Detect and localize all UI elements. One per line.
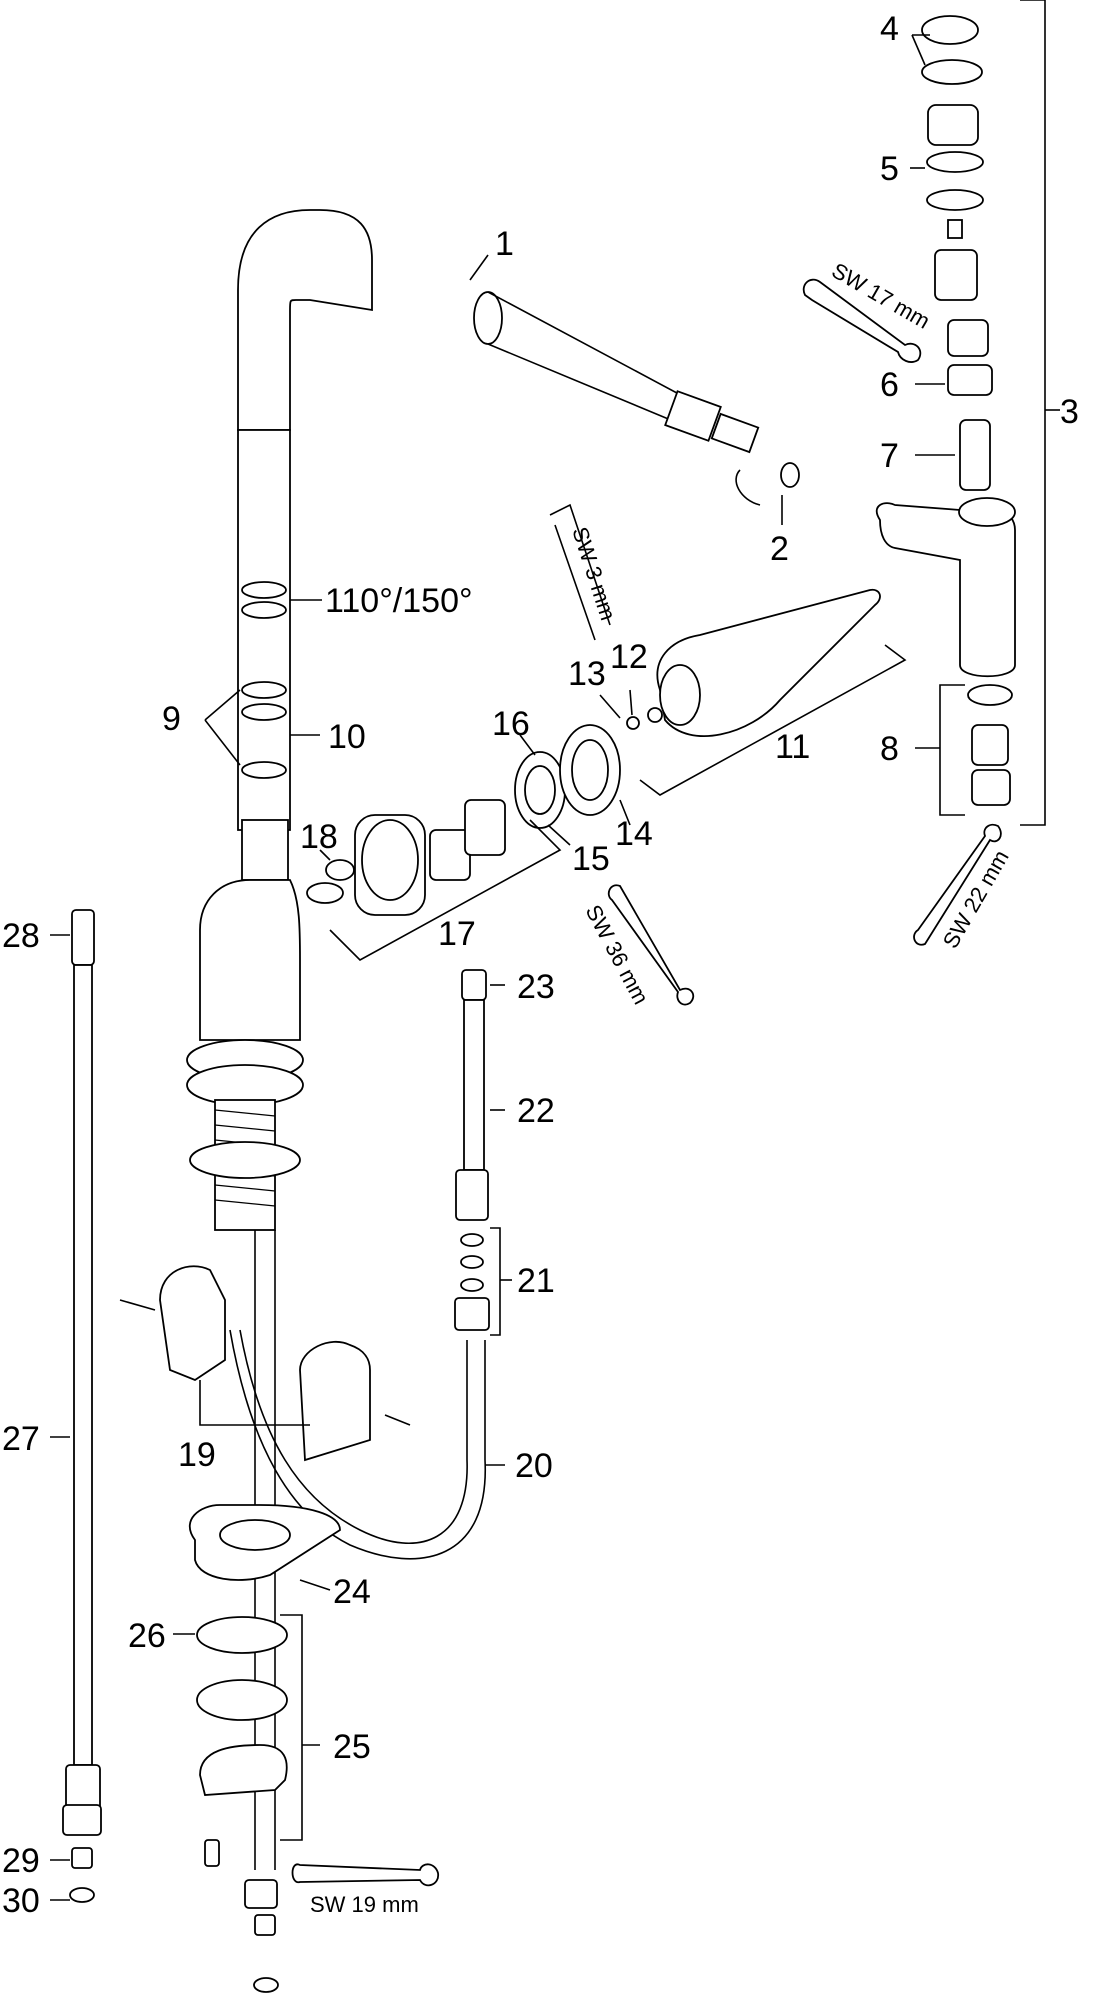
leader-13 <box>599 694 621 719</box>
leader-9a <box>204 689 241 721</box>
spout-part-1 <box>237 209 800 506</box>
seal-set-part-21 <box>454 1233 490 1331</box>
label-part-7: 7 <box>880 437 899 475</box>
hose-part-22-23 <box>455 969 489 1221</box>
bracket-25 <box>280 1614 303 1841</box>
label-part-13: 13 <box>568 655 606 693</box>
leader-14 <box>619 799 631 826</box>
label-part-4: 4 <box>880 10 899 48</box>
weight-clamp-part-19 <box>119 1265 411 1462</box>
hex-key-sw3-icon <box>549 503 611 641</box>
wrench-sw36-icon <box>607 884 695 1006</box>
leader-16 <box>519 734 536 756</box>
faucet-body-column <box>186 429 304 1231</box>
label-part-26: 26 <box>128 1617 166 1655</box>
label-part-15: 15 <box>572 840 610 878</box>
label-part-10: 10 <box>328 718 366 756</box>
label-part-21: 21 <box>517 1262 555 1300</box>
label-part-30: 30 <box>2 1882 40 1920</box>
label-part-9: 9 <box>162 700 181 738</box>
cartridge-assembly <box>306 724 621 916</box>
bracket-21 <box>490 1227 501 1336</box>
leader-12 <box>629 689 633 716</box>
label-part-18: 18 <box>300 818 338 856</box>
label-wrench-sw19: SW 19 mm <box>310 1892 419 1917</box>
leader-24 <box>299 1579 331 1591</box>
label-wrench-sw17: SW 17 mm <box>828 258 935 334</box>
label-part-20: 20 <box>515 1447 553 1485</box>
label-part-14: 14 <box>615 815 653 853</box>
label-rotation-angle: 110°/150° <box>325 582 473 620</box>
label-part-27: 27 <box>2 1420 40 1458</box>
label-part-22: 22 <box>517 1092 555 1130</box>
bracket-3 <box>1020 0 1046 826</box>
label-part-11: 11 <box>775 728 810 766</box>
label-part-1: 1 <box>495 225 514 263</box>
label-part-3: 3 <box>1060 393 1079 431</box>
label-part-17: 17 <box>438 915 476 953</box>
label-part-8: 8 <box>880 730 899 768</box>
mounting-plate-part-24 <box>188 1504 341 1581</box>
bracket-19 <box>199 1380 310 1426</box>
lever-handle-part-11 <box>626 588 881 737</box>
label-part-24: 24 <box>333 1573 371 1611</box>
wrench-sw17-icon <box>802 278 922 363</box>
label-hexkey-sw3: SW 3 mm <box>567 524 621 624</box>
bracket-8 <box>939 684 965 816</box>
label-part-16: 16 <box>492 705 530 743</box>
label-part-28: 28 <box>2 917 40 955</box>
leader-9b <box>204 719 241 766</box>
label-part-6: 6 <box>880 366 899 404</box>
label-part-19: 19 <box>178 1436 216 1474</box>
label-part-2: 2 <box>770 530 789 568</box>
fixing-set-part-25-26 <box>196 1616 288 1993</box>
pull-out-head-part-8 <box>875 497 1016 806</box>
leader-15 <box>547 824 571 846</box>
hose-part-27-28 <box>62 909 102 1903</box>
label-part-23: 23 <box>517 968 555 1006</box>
leader-4b <box>911 34 926 66</box>
bracket-17 <box>329 819 562 961</box>
leader-18 <box>319 849 331 861</box>
label-part-12: 12 <box>610 638 648 676</box>
wrench-sw19-icon <box>291 1863 439 1887</box>
label-part-29: 29 <box>2 1842 40 1880</box>
wrench-sw22-icon <box>913 823 1002 946</box>
outlet-assembly-parts-4-7 <box>921 15 993 491</box>
label-part-25: 25 <box>333 1728 371 1766</box>
label-wrench-sw36: SW 36 mm <box>581 901 654 1009</box>
leader-1 <box>469 254 489 281</box>
label-part-5: 5 <box>880 150 899 188</box>
bracket-11 <box>639 644 907 796</box>
